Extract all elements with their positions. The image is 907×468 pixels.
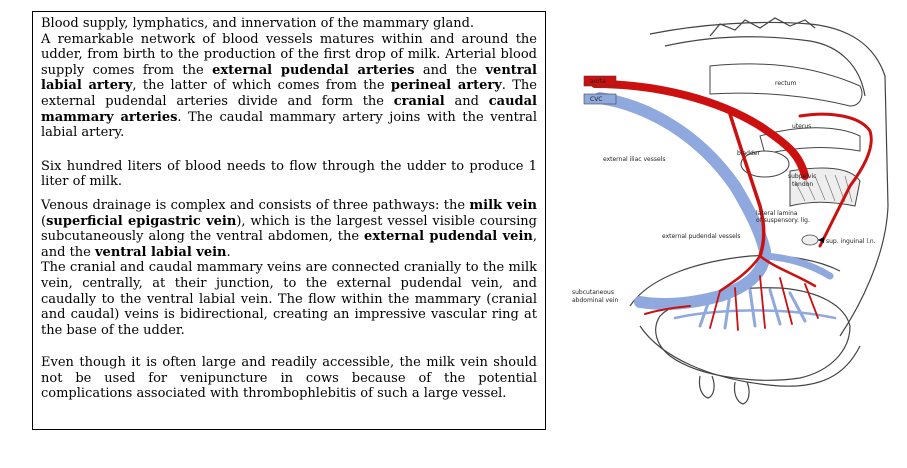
text-run: A remarkable network of blood vessels ma… (41, 31, 537, 78)
label-external-iliac: external iliac vessels (603, 156, 665, 163)
rectum (709, 63, 863, 107)
label-aorta: aorta (590, 78, 606, 85)
label-lateral-2: of suspensory. lig. (756, 217, 810, 224)
label-lateral-1: lateral lamina (756, 210, 798, 217)
paragraph-arterial-supply: A remarkable network of blood vessels ma… (41, 32, 537, 141)
section-title: Blood supply, lymphatics, and innervatio… (41, 16, 475, 31)
text-run: , and the (41, 229, 537, 260)
label-uterus: uterus (792, 123, 811, 130)
label-ext-pudendal: external pudendal vessels (662, 233, 741, 240)
label-subpelvic-1: subpelvic (788, 173, 816, 180)
text-run: ( (41, 213, 47, 229)
bold-term: ventral labial artery (41, 62, 537, 94)
text-run: , the latter of which comes from the (132, 78, 391, 94)
label-cvc: CVC (590, 96, 602, 103)
text-run: and the (414, 62, 486, 78)
label-subcutaneous-2: abdominal vein (572, 297, 618, 304)
paragraph-blood-volume: Six hundred liters of blood needs to flo… (41, 158, 537, 190)
lymph-node (801, 234, 824, 246)
label-subpelvic-2: tendon (792, 181, 813, 188)
bold-term: external pudendal vein (364, 229, 533, 245)
label-rectum: rectum (775, 80, 796, 87)
bold-term: perineal artery (390, 78, 502, 94)
bladder (740, 150, 790, 178)
udder-vascular-diagram: aorta CVC rectum uterus bladder external… (572, 17, 889, 405)
text-panel: Blood supply, lymphatics, and innervatio… (32, 11, 546, 430)
paragraph-mammary-veins: The cranial and caudal mammary veins are… (41, 260, 537, 338)
bold-term: caudal mammary arteries (41, 93, 537, 125)
bold-term: superficial epigastric vein (46, 213, 237, 229)
text-run: ), which is the largest vessel visible c… (41, 213, 537, 245)
text-run: Venous drainage is complex and consists … (41, 197, 470, 213)
paragraph-milk-vein-warning: Even though it is often large and readil… (41, 355, 537, 402)
text-run: . The caudal mammary artery joins with t… (41, 109, 538, 141)
legend-boxes (583, 75, 617, 105)
bold-term: cranial (393, 93, 445, 109)
label-subcutaneous-1: subcutaneous (572, 289, 614, 296)
bold-term: external pudendal arteries (212, 62, 415, 78)
text-run: . (226, 244, 231, 260)
text-run: . The external pudendal arteries divide … (41, 78, 537, 109)
label-bladder: bladder (737, 150, 760, 157)
artery-network (591, 80, 873, 331)
paragraph-venous-drainage: Venous drainage is complex and consists … (41, 198, 537, 260)
text-run: and (444, 93, 489, 109)
bold-term: milk vein (469, 197, 537, 213)
label-sup-inguinal: sup. inguinal l.n. (826, 238, 876, 245)
bold-term: ventral labial vein (95, 244, 227, 260)
